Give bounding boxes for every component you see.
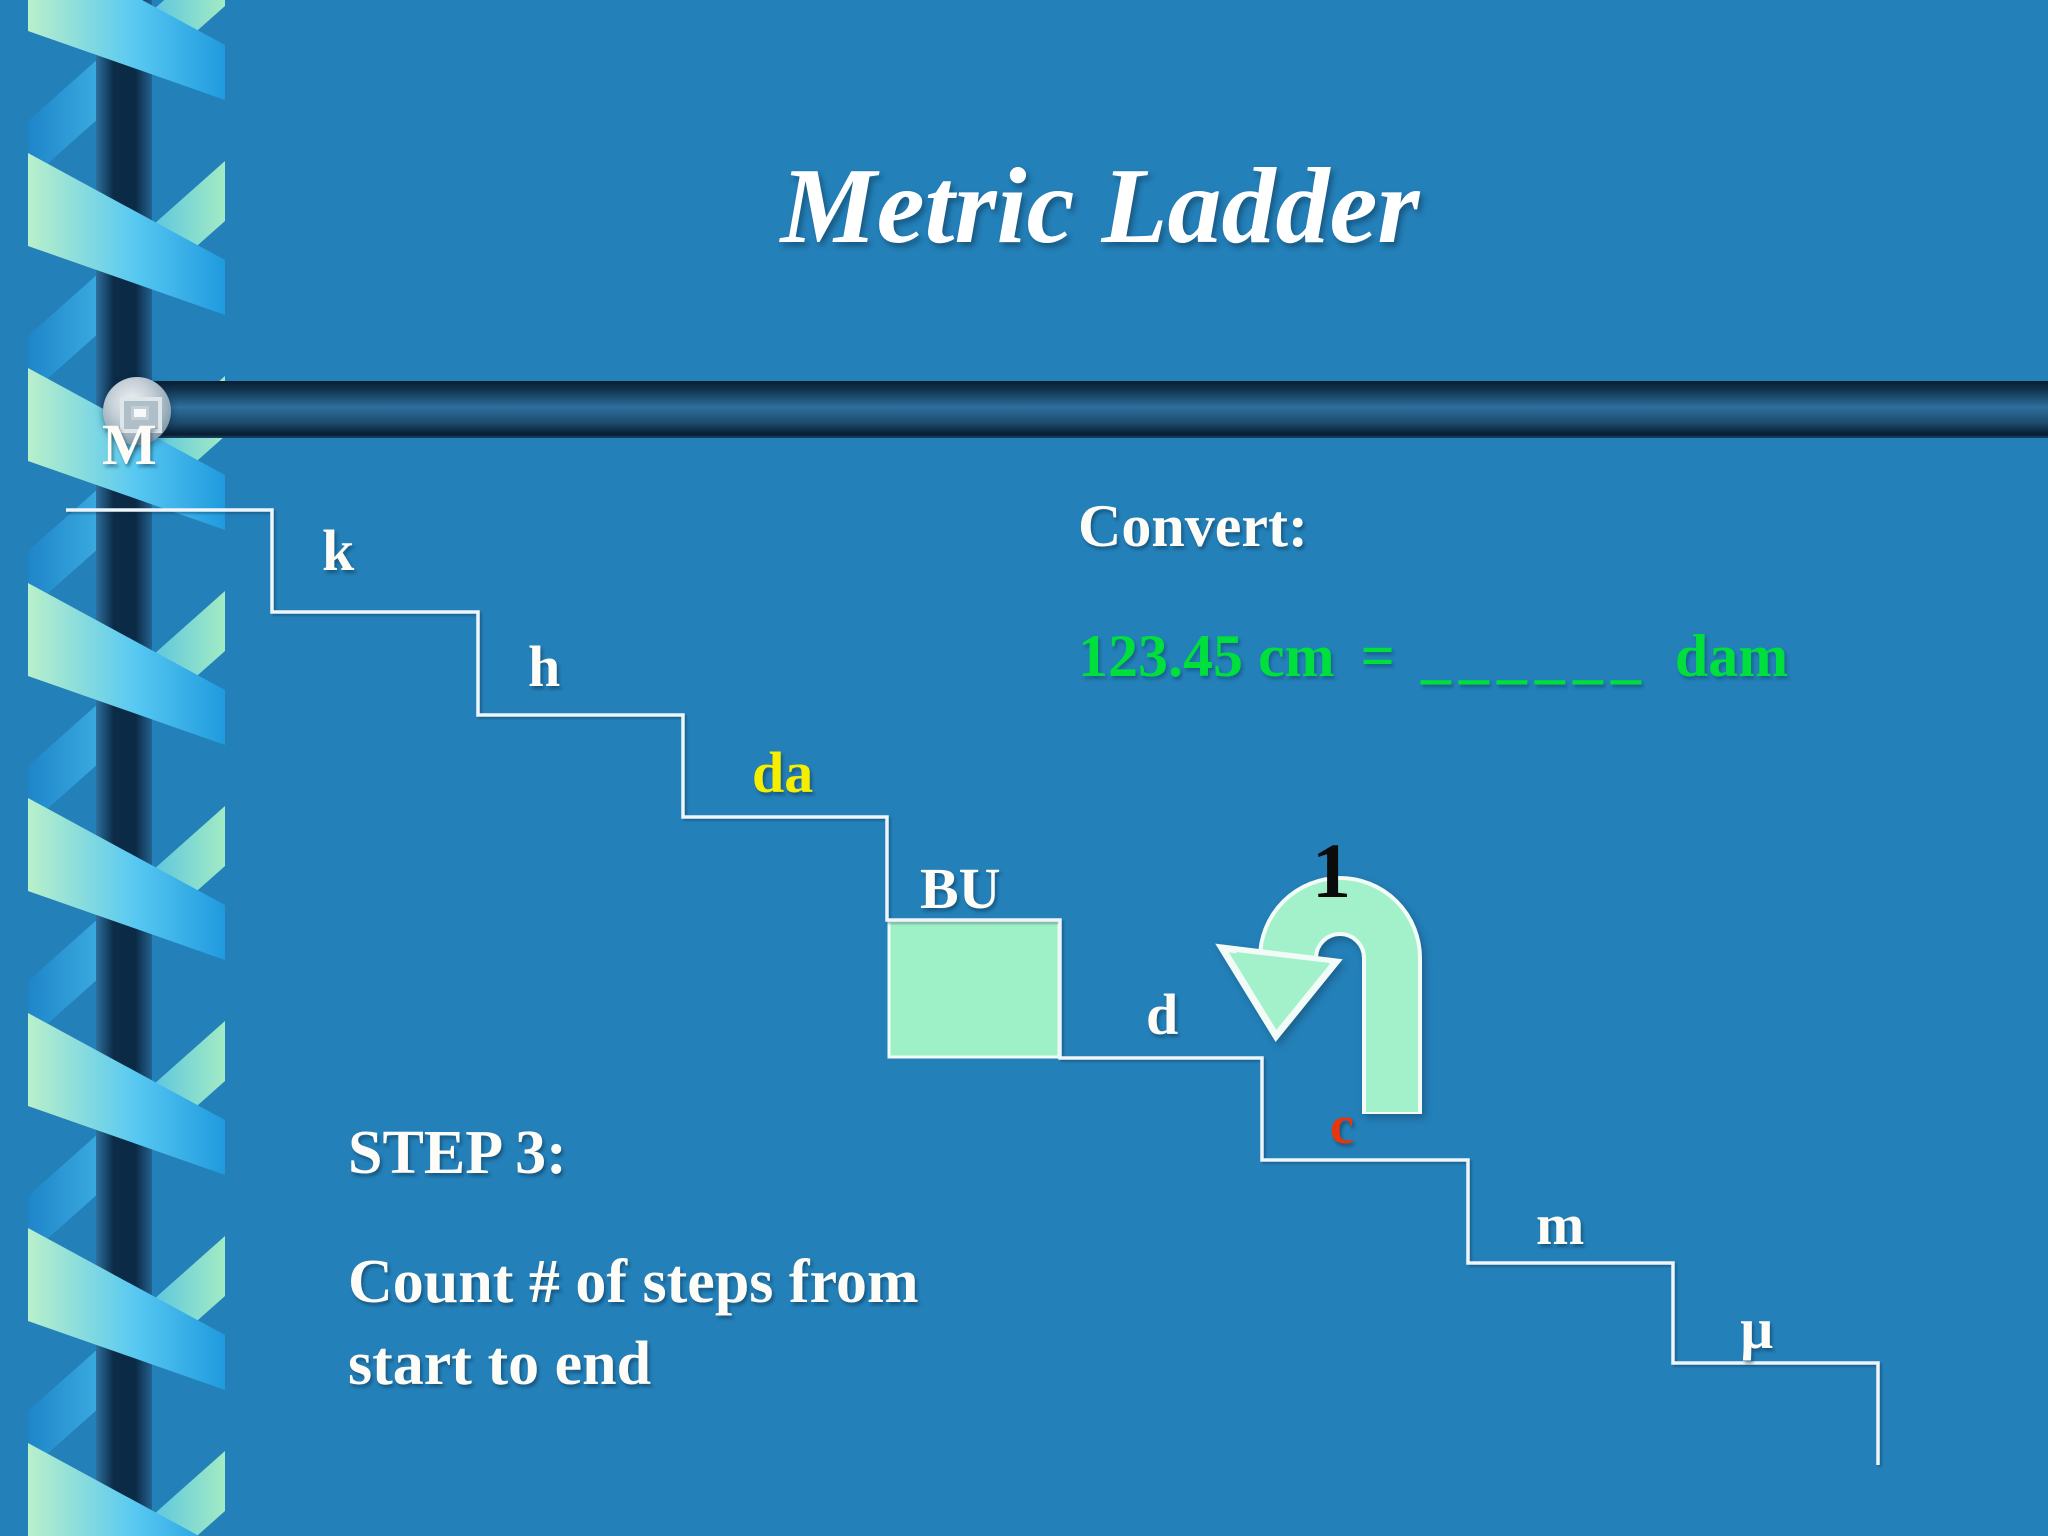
equation-answer-blank: ______ (1420, 623, 1649, 689)
u-turn-arrow-icon (1215, 876, 1422, 1114)
ladder-label-deci: d (1146, 982, 1179, 1047)
ladder-label-centi: c (1330, 1095, 1354, 1155)
ladder-label-base-unit: BU (920, 856, 1001, 921)
step3-body: Count # of steps from start to end (348, 1242, 919, 1406)
slide-title: Metric Ladder (780, 147, 1420, 266)
step3-heading: STEP 3: (348, 1119, 567, 1187)
ladder-label-mega: M (102, 412, 157, 477)
ladder-label-hecto: h (528, 634, 561, 699)
equation-target-unit: dam (1674, 623, 1789, 689)
ribbon-decoration (28, 0, 225, 1536)
step3-body-line2: start to end (348, 1329, 652, 1398)
equation-equals: = (1360, 623, 1395, 689)
divider-bar (140, 381, 2048, 438)
sphere-highlight (120, 397, 162, 433)
convert-heading: Convert: (1078, 493, 1308, 559)
arrow-step-count: 1 (1312, 827, 1351, 914)
ladder-label-milli: m (1536, 1192, 1585, 1257)
step3-body-line1: Count # of steps from (348, 1248, 919, 1316)
sphere-ornament-icon (103, 377, 171, 445)
conversion-equation: 123.45 cm = ______ dam (1078, 622, 1788, 691)
ladder-label-kilo: k (322, 518, 355, 583)
ladder-label-deka: da (752, 740, 814, 805)
equation-quantity: 123.45 cm (1078, 623, 1335, 689)
ladder-label-micro: µ (1740, 1296, 1774, 1361)
base-unit-box (887, 919, 1061, 1059)
